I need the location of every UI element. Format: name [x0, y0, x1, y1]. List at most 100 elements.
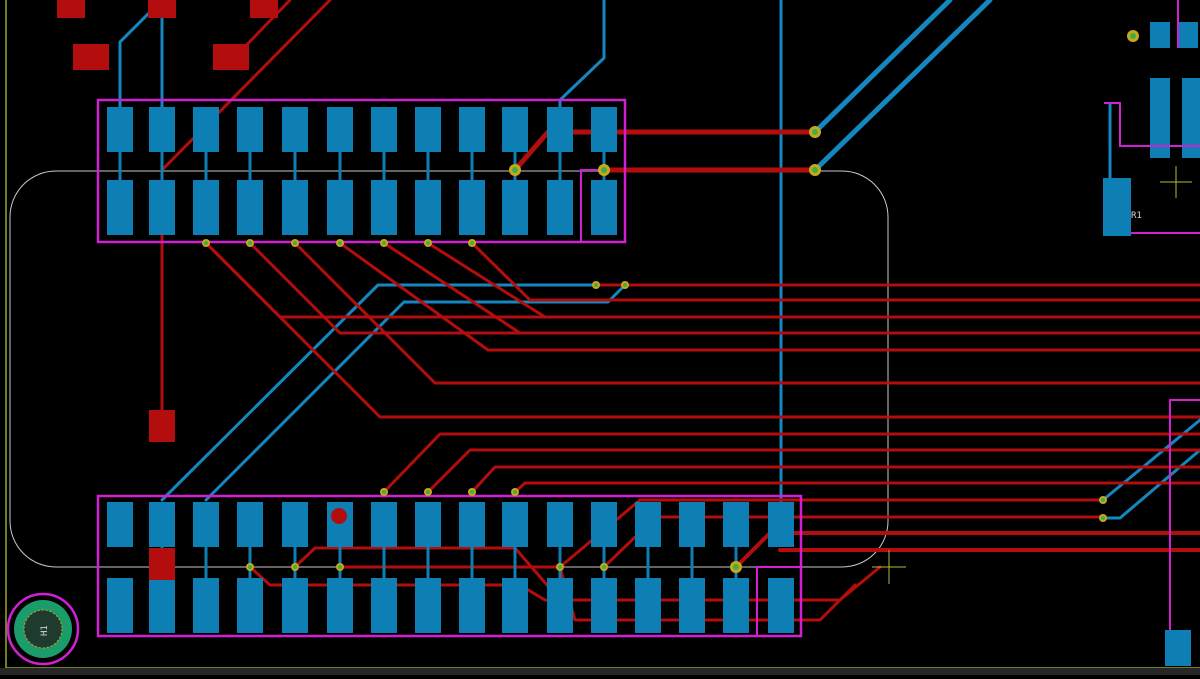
crosshair-cursor-icon [872, 550, 906, 584]
pad [547, 502, 573, 547]
top-trace [293, 546, 562, 602]
smd-pad [73, 44, 109, 70]
bottom-copper-traces [118, 0, 1200, 522]
pad [193, 180, 219, 235]
pad [459, 578, 485, 633]
pad [107, 180, 133, 235]
top-trace [293, 241, 1200, 385]
top-trace [602, 515, 1105, 569]
top-trace [470, 465, 1200, 494]
pad [327, 180, 353, 235]
pad [502, 180, 528, 235]
via-drill [558, 565, 562, 569]
pad [237, 502, 263, 547]
header-outline-upper [96, 98, 627, 244]
pad [282, 502, 308, 547]
pad [282, 180, 308, 235]
pad [237, 578, 263, 633]
pad [149, 578, 175, 633]
header-key-lower [756, 566, 802, 637]
via-drill [602, 565, 606, 569]
pad [591, 107, 617, 152]
via-layer [202, 30, 1139, 573]
via-drill [293, 565, 297, 569]
pad [107, 107, 133, 152]
pad [107, 578, 133, 633]
top-trace [338, 241, 1200, 352]
smd-pad [57, 0, 85, 18]
component-pads [57, 0, 1200, 666]
top-trace [470, 241, 1200, 302]
bottom-trace [160, 283, 598, 502]
via-drill [812, 167, 818, 173]
edge-cuts-cutout [9, 170, 889, 568]
pad [591, 502, 617, 547]
pad [282, 578, 308, 633]
pad [371, 180, 397, 235]
via-drill [733, 564, 739, 570]
pad [591, 578, 617, 633]
pad [327, 107, 353, 152]
via-drill [426, 490, 430, 494]
top-trace [382, 432, 1200, 494]
top-trace [382, 241, 522, 335]
top-trace [513, 481, 1200, 494]
bottom-trace [812, 0, 993, 173]
pad [547, 578, 573, 633]
via-drill [470, 241, 474, 245]
smd-pad [149, 548, 175, 580]
pad [459, 180, 485, 235]
pad [459, 107, 485, 152]
pad [371, 578, 397, 633]
pad [502, 107, 528, 152]
pad [415, 578, 441, 633]
component-outline [1104, 102, 1200, 147]
pad [679, 502, 705, 547]
via-drill [248, 241, 252, 245]
pad [459, 502, 485, 547]
pad [723, 502, 749, 547]
via-drill [1130, 33, 1136, 39]
pad [149, 502, 175, 547]
side-pad [1165, 630, 1191, 666]
side-pad [1103, 178, 1131, 236]
side-pad [1178, 22, 1198, 48]
via-drill [248, 565, 252, 569]
via-drill [512, 167, 518, 173]
top-trace [426, 241, 547, 319]
pad [415, 502, 441, 547]
pad [149, 107, 175, 152]
bottom-trace [204, 283, 627, 502]
pad [237, 180, 263, 235]
via-drill [426, 241, 430, 245]
via-drill [338, 565, 342, 569]
mounting-hole-h1[interactable]: H1 [6, 592, 80, 666]
component-ref-label: R1 [1131, 211, 1142, 221]
pad [768, 502, 794, 547]
bottom-trace [1101, 418, 1200, 502]
via-drill [812, 129, 818, 135]
side-pad [1150, 78, 1170, 158]
pad [282, 107, 308, 152]
pad [193, 502, 219, 547]
top-trace [204, 241, 1200, 419]
side-pad [1182, 78, 1200, 158]
pad [193, 578, 219, 633]
silkscreen-layer [96, 0, 1200, 638]
pad [635, 578, 661, 633]
pin1-marker [331, 508, 347, 524]
pad [371, 107, 397, 152]
pad [107, 502, 133, 547]
header-key-upper [580, 169, 604, 242]
smd-pad [149, 410, 175, 442]
via-drill [293, 241, 297, 245]
pad [723, 578, 749, 633]
pad [547, 107, 573, 152]
via-drill [470, 490, 474, 494]
pad [149, 180, 175, 235]
via-drill [1101, 498, 1105, 502]
pad [193, 107, 219, 152]
top-trace [426, 448, 1200, 494]
